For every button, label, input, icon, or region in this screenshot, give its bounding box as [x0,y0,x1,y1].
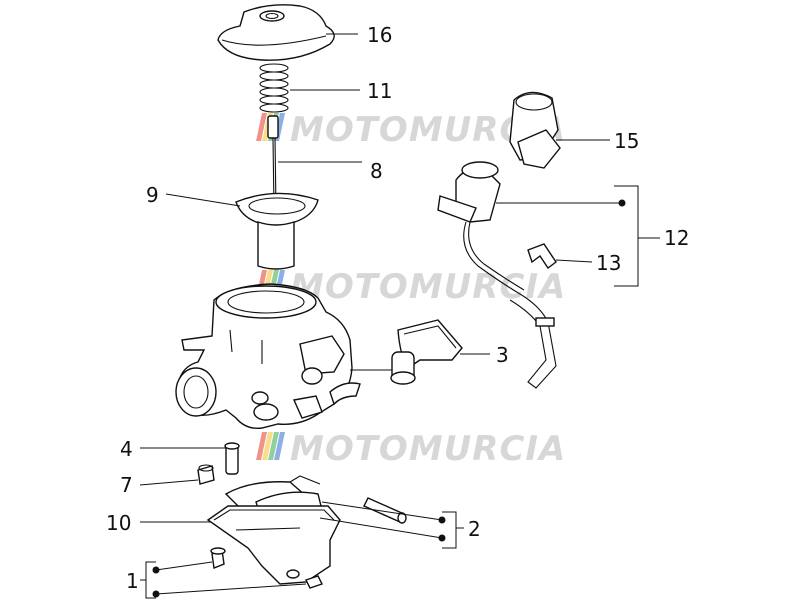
part-carburetor-body [175,283,361,429]
leader-dot [438,516,446,524]
callout-3: 3 [496,343,509,367]
leader-lines [139,33,622,595]
part-clip [527,243,557,270]
part-screws [210,547,323,589]
leader-dot [618,199,626,207]
callout-13: 13 [596,251,621,275]
bracket-2 [438,511,464,549]
watermark-3: MOTOMURCIA [256,429,566,469]
part-small-jet [197,464,215,485]
callout-labels: 16 11 15 8 9 12 13 3 4 7 10 2 1 [106,23,689,593]
part-cap [509,91,561,169]
callout-7: 7 [120,473,133,497]
callout-1: 1 [126,569,139,593]
part-diaphragm-slide [235,192,319,270]
callout-16: 16 [367,23,392,47]
callout-12: 12 [664,226,689,250]
leader-dot [152,590,160,598]
callout-8: 8 [370,159,383,183]
bracket-1 [140,561,160,599]
watermark-logo-stripes [256,432,285,460]
callout-4: 4 [120,437,133,461]
part-float-pin [363,497,407,524]
callout-9: 9 [146,183,159,207]
part-float-bowl [206,505,341,585]
callout-15: 15 [614,129,639,153]
callout-10: 10 [106,511,131,535]
part-top-cover [217,4,335,61]
callout-2: 2 [468,517,481,541]
callout-11: 11 [367,79,392,103]
watermark-text: MOTOMURCIA [290,267,566,307]
bracket-12-13 [614,185,660,287]
part-choke-cover [390,319,463,385]
leader-dot [438,534,446,542]
leader-dot [152,566,160,574]
part-thermal-valve [437,161,557,389]
watermark-text: MOTOMURCIA [290,429,566,469]
part-spring [259,63,289,113]
part-jet [224,442,240,475]
